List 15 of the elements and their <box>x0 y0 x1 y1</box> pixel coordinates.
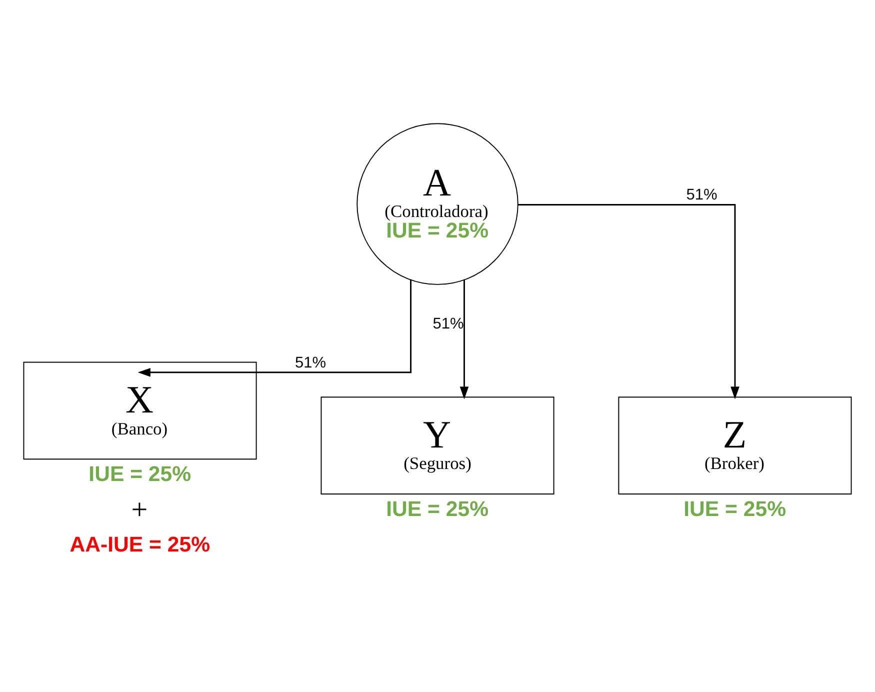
node-circle: A (Controladora) IUE = 25% <box>356 123 518 285</box>
node-label: IUE = 25% <box>386 496 489 521</box>
arrow <box>138 280 412 377</box>
node-label: AA-IUE = 25% <box>70 532 210 557</box>
node-label: + <box>131 494 148 526</box>
node-label: IUE = 25% <box>684 496 786 521</box>
edge-label: 51% <box>686 186 718 204</box>
node-box: Y (Seguros) <box>320 396 554 494</box>
node-label: IUE = 25% <box>88 462 192 486</box>
arrow <box>460 280 469 400</box>
arrow <box>518 204 740 400</box>
edge-label: 51% <box>295 354 326 372</box>
node-box: Z (Broker) <box>618 396 852 494</box>
edge-label: 51% <box>432 316 464 333</box>
node-box: X (Banco) <box>23 362 257 460</box>
